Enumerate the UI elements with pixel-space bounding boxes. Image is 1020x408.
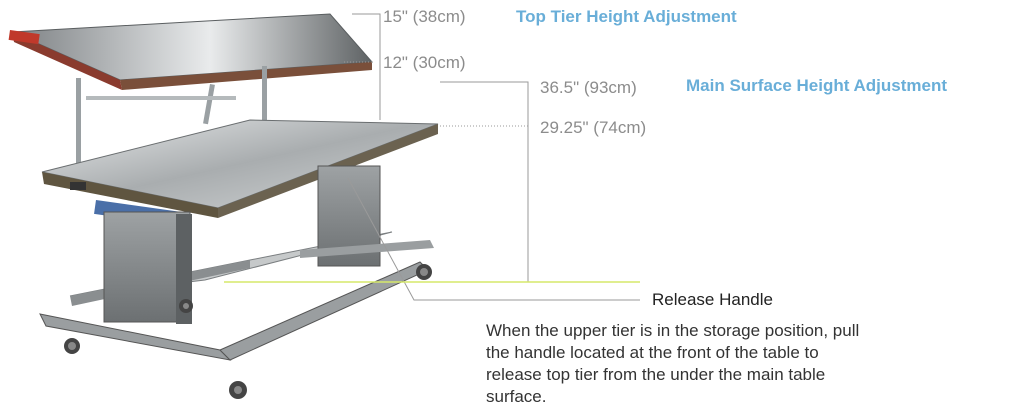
base-frame: [39, 240, 434, 361]
release-handle-description: When the upper tier is in the storage po…: [486, 321, 860, 406]
main-surface-min-label: 29.25" (74cm): [540, 118, 647, 137]
main-surface-max-label: 36.5" (93cm): [540, 78, 637, 97]
top-tier-max-label: 15" (38cm): [383, 7, 466, 26]
casters: [64, 264, 432, 399]
top-tier-min-label: 12" (30cm): [383, 53, 466, 72]
upper-tier: [8, 13, 374, 170]
main-surface-title: Main Surface Height Adjustment: [686, 76, 948, 95]
dimension-lines: [344, 13, 640, 301]
top-tier-title: Top Tier Height Adjustment: [516, 7, 737, 26]
release-handle-title: Release Handle: [652, 290, 773, 309]
